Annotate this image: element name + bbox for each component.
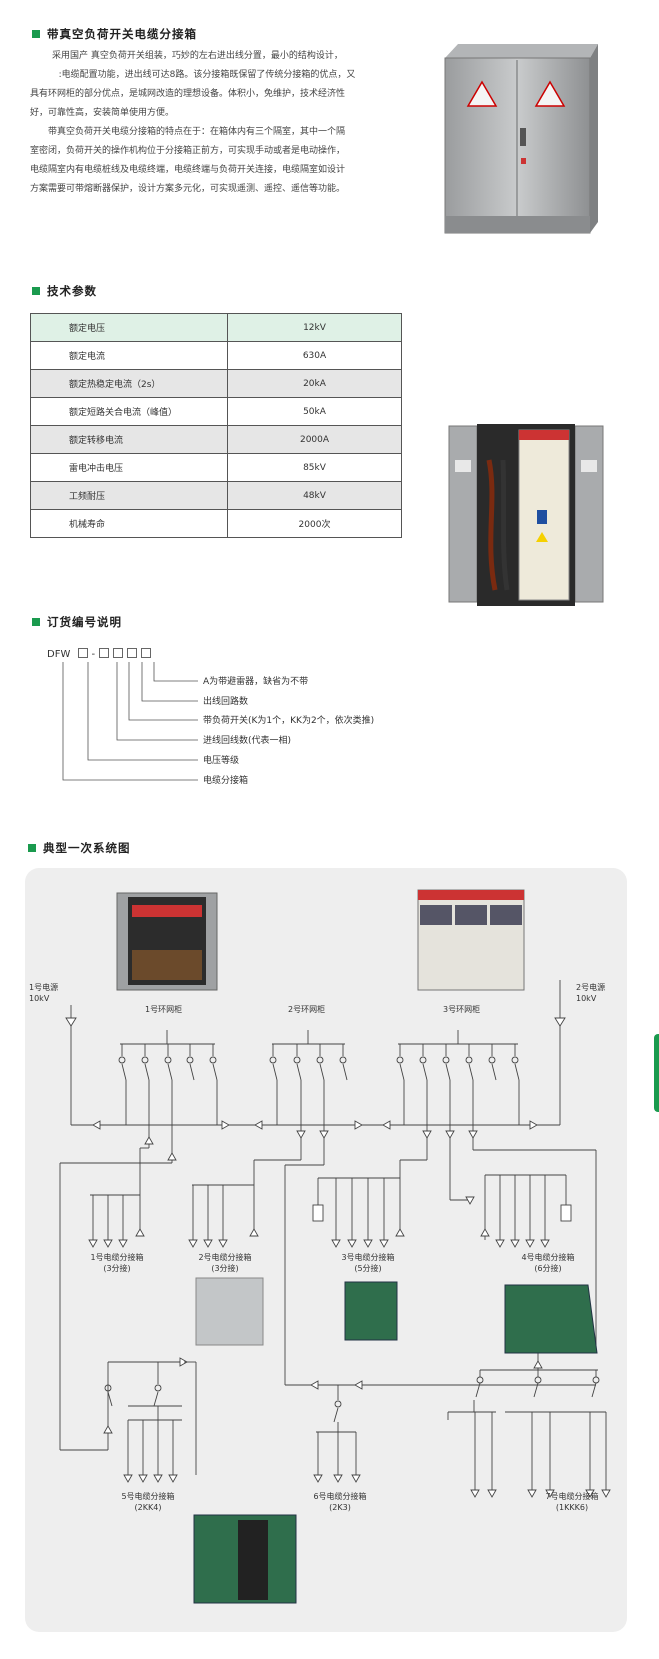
cabinet-2-label: 2号环网柜 <box>288 1005 326 1014</box>
bullet-square-icon <box>28 844 36 852</box>
param-name: 机械寿命 <box>30 509 228 538</box>
param-value: 20kA <box>227 369 402 398</box>
cable-box-3-photo <box>344 1281 398 1341</box>
page-edge-tab <box>654 1034 659 1112</box>
code-slot-box <box>127 648 138 658</box>
cable-box-5-label: 5号电缆分接箱(2KK4) <box>121 1492 175 1512</box>
section-title-params: 技术参数 <box>32 283 97 299</box>
cable-box-6-label: 6号电缆分接箱(2K3) <box>313 1492 367 1512</box>
cable-box-2-photo <box>195 1277 264 1346</box>
order-code: DFW - <box>47 648 155 660</box>
intro-para-1: 采用国产 真空负荷开关组装，巧妙的左右进出线分置，最小的结构设计， <box>52 51 343 61</box>
cable-box-3-label: 3号电缆分接箱(5分接) <box>341 1253 395 1273</box>
section-title-product: 带真空负荷开关电缆分接箱 <box>32 26 197 42</box>
code-prefix: DFW <box>47 649 71 660</box>
section-title-order-code: 订货编号说明 <box>32 614 122 630</box>
legend-item: 电压等级 <box>203 756 240 766</box>
param-name: 额定电压 <box>30 313 228 342</box>
cable-box-4-photo <box>504 1284 598 1354</box>
legend-item: 进线回线数(代表一相) <box>203 736 292 746</box>
intro-text: 采用国产 真空负荷开关组装，巧妙的左右进出线分置，最小的结构设计， :电缆配置功… <box>30 47 410 199</box>
legend-item: 带负荷开关(K为1个，KK为2个，依次类推) <box>203 716 375 726</box>
param-name: 额定短路关合电流（峰值） <box>30 397 228 426</box>
param-value: 12kV <box>227 313 402 342</box>
ring-main-unit-1-photo <box>116 892 218 991</box>
intro-line: 电缆隔室内有电缆桩线及电缆终端，电缆终端与负荷开关连接，电缆隔室如设计 <box>30 165 346 175</box>
cable-box-7-label: 7号电缆分接箱(1KKK6) <box>545 1492 599 1512</box>
intro-line: 室密闭，负荷开关的操作机构位于分接箱正前方，可实现手动或者是电动操作， <box>30 146 346 156</box>
legend-item: 电缆分接箱 <box>203 776 249 786</box>
param-value: 50kA <box>227 397 402 426</box>
system-diagram-panel <box>25 868 627 1632</box>
open-cabinet-photo <box>448 424 604 606</box>
intro-line: 好，可靠性高，安装简单使用方便。 <box>30 108 175 118</box>
cabinet-3-label: 3号环网柜 <box>443 1005 481 1014</box>
cable-box-2-label: 2号电缆分接箱(3分接) <box>198 1253 252 1273</box>
intro-line: 具有环网柜的部分优点，是城网改造的理想设备。体积小，免维护，技术经济性 <box>30 89 346 99</box>
param-name: 雷电冲击电压 <box>30 453 228 482</box>
code-slot-box <box>113 648 124 658</box>
cabinet-1-label: 1号环网柜 <box>145 1005 183 1014</box>
bullet-square-icon <box>32 287 40 295</box>
legend-item: A为带避雷器，缺省为不带 <box>203 677 309 687</box>
param-name: 额定热稳定电流（2s） <box>30 369 228 398</box>
table-row: 额定热稳定电流（2s）20kA <box>30 369 402 398</box>
legend-item: 出线回路数 <box>203 697 249 707</box>
bullet-square-icon <box>32 618 40 626</box>
param-value: 48kV <box>227 481 402 510</box>
code-slot-box <box>99 648 110 658</box>
param-value: 630A <box>227 341 402 370</box>
closed-cabinet-photo <box>444 44 598 234</box>
intro-line: 方案需要可带熔断器保护，设计方案多元化，可实现遥测、遥控、遥信等功能。 <box>30 184 346 194</box>
code-dash: - <box>91 649 96 660</box>
cable-box-1-label: 1号电缆分接箱(3分接) <box>90 1253 144 1273</box>
section-title-system-diagram: 典型一次系统图 <box>28 840 131 856</box>
table-row: 额定短路关合电流（峰值）50kA <box>30 397 402 426</box>
intro-line: :电缆配置功能，进出线可达8路。该分接箱既保留了传统分接箱的优点，又 <box>30 70 356 80</box>
param-value: 2000A <box>227 425 402 454</box>
param-value: 2000次 <box>227 509 402 538</box>
param-name: 工频耐压 <box>30 481 228 510</box>
ring-main-unit-3-photo <box>417 889 525 991</box>
intro-line: 带真空负荷开关电缆分接箱的特点在于：在箱体内有三个隔室，其中一个隔 <box>48 127 346 137</box>
code-slot-box <box>141 648 152 658</box>
cable-box-4-label: 4号电缆分接箱(6分接) <box>521 1253 575 1273</box>
code-slot-box <box>77 648 88 658</box>
bullet-square-icon <box>32 30 40 38</box>
